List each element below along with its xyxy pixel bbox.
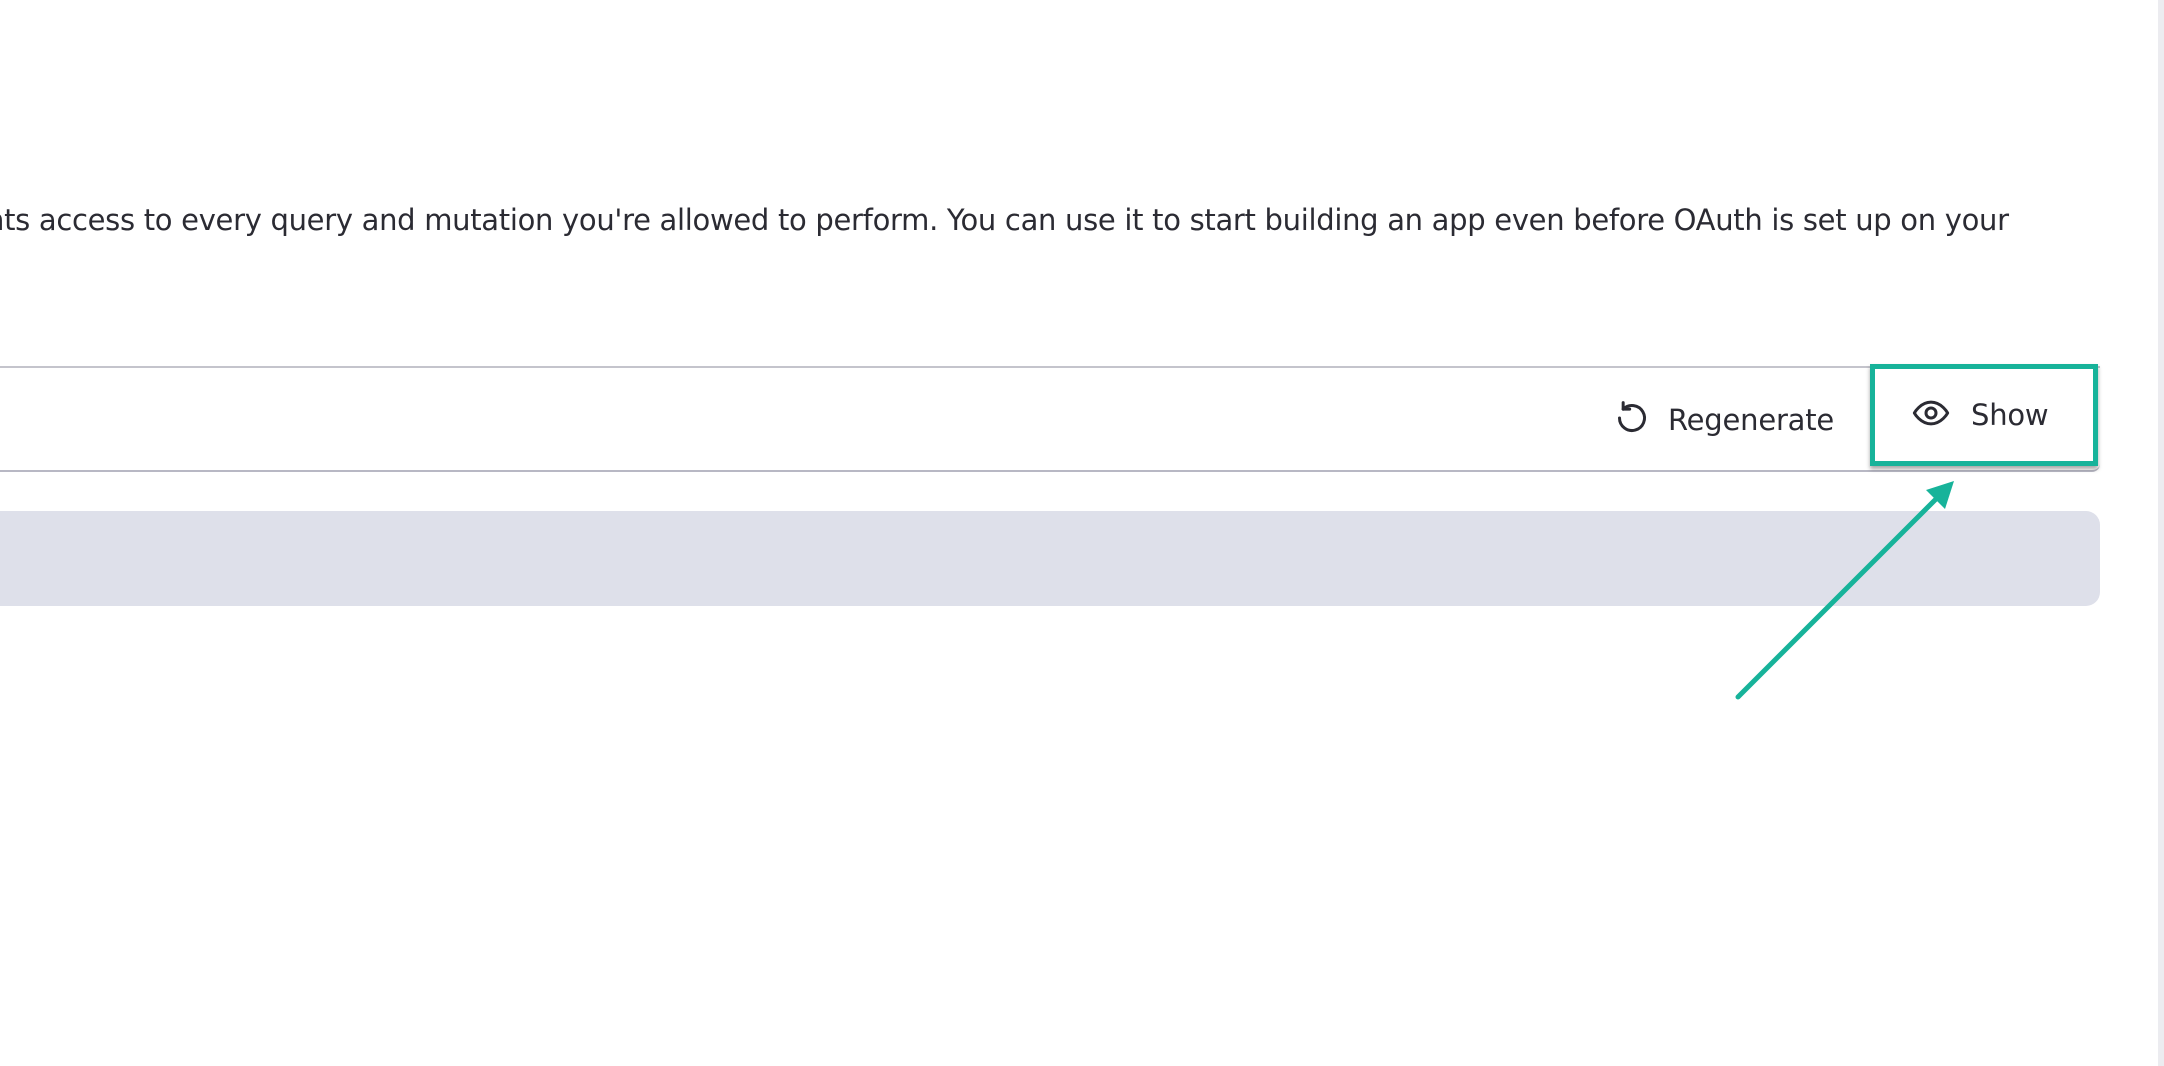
- api-key-row: [0, 366, 2100, 472]
- show-button[interactable]: Show: [1870, 364, 2098, 466]
- refresh-icon: [1612, 398, 1652, 442]
- regenerate-label: Regenerate: [1668, 403, 1835, 437]
- scrollbar-track[interactable]: [2158, 0, 2164, 1066]
- show-label: Show: [1971, 398, 2049, 432]
- api-key-value-field: [0, 511, 2100, 606]
- api-key-description: nts access to every query and mutation y…: [0, 203, 2009, 237]
- eye-icon: [1911, 393, 1951, 437]
- regenerate-button[interactable]: Regenerate: [1612, 396, 1834, 444]
